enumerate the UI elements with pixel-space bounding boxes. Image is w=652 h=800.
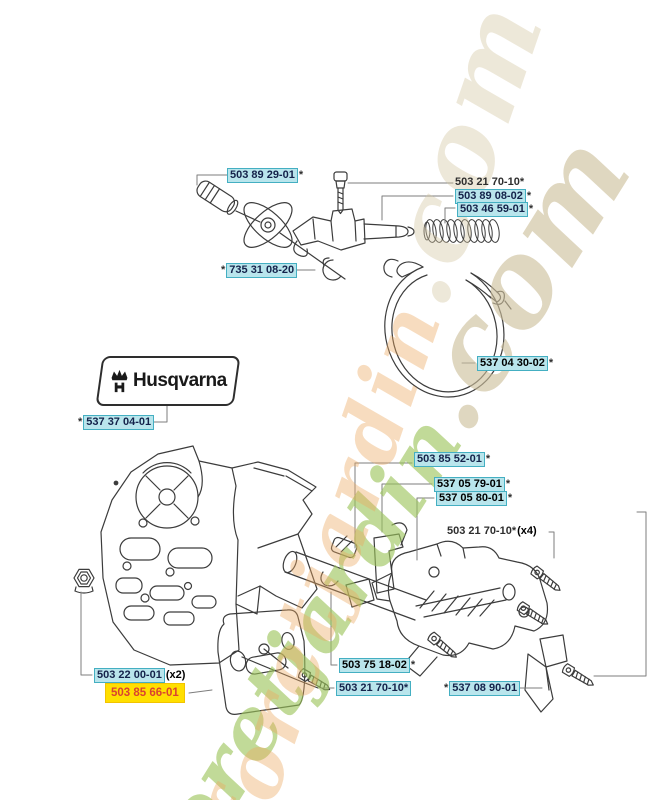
part-label-adjuster-screw[interactable]: 503 89 29-01* (227, 168, 303, 183)
top-screw-drawing (333, 171, 348, 215)
part-label-chain-catcher[interactable]: 503 85 52-01* (414, 452, 490, 467)
mounting-screws-drawing (296, 564, 597, 695)
part-label-chain-guide[interactable]: *537 08 90-01 (444, 681, 521, 696)
husqvarna-decal: Husqvarna (95, 356, 241, 406)
retainer-clip-drawing (322, 257, 342, 281)
chain-guide-drawing (524, 634, 568, 713)
brake-lever-drawing (345, 522, 408, 608)
part-label-bar-plate[interactable]: 503 75 18-02* (339, 658, 415, 673)
adjuster-screw-drawing (196, 180, 261, 223)
part-label-tensioner[interactable]: 503 89 08-02* (455, 189, 531, 204)
part-label-cover-upper[interactable]: 537 05 80-01* (436, 491, 512, 506)
part-label-screws-x4[interactable]: 503 21 70-10* (x4) (447, 525, 537, 537)
tensioner-body-drawing (292, 208, 415, 257)
guide-plate-drawing (217, 609, 319, 715)
spring-drawing (423, 219, 500, 243)
part-label-spring[interactable]: 503 46 59-01* (457, 202, 533, 217)
part-label-nut[interactable]: 503 22 00-01 (x2) (94, 668, 185, 683)
part-label-clip[interactable]: *735 31 08-20 (221, 263, 298, 278)
husqvarna-crown-icon (111, 369, 128, 393)
part-label-decal[interactable]: *537 37 04-01 (78, 415, 155, 430)
husqvarna-wordmark: Husqvarna (132, 370, 227, 391)
part-label-brake-band[interactable]: 537 04 30-02* (477, 356, 553, 371)
tensioner-knob-drawing (243, 202, 346, 280)
brake-housing-drawing (371, 540, 549, 677)
brake-band-drawing (383, 258, 512, 398)
part-label-guide-plate-selected[interactable]: 503 85 66-01 (105, 683, 185, 703)
part-label-screw-bottom[interactable]: 503 21 70-10* (336, 681, 412, 696)
part-label-brake-lever[interactable]: 537 05 79-01* (434, 477, 510, 492)
part-label-screw-top[interactable]: 503 21 70-10* (455, 176, 525, 188)
bar-nut-drawing (73, 568, 95, 594)
clutch-cover-drawing (100, 445, 318, 666)
leader-lines (80, 174, 647, 694)
